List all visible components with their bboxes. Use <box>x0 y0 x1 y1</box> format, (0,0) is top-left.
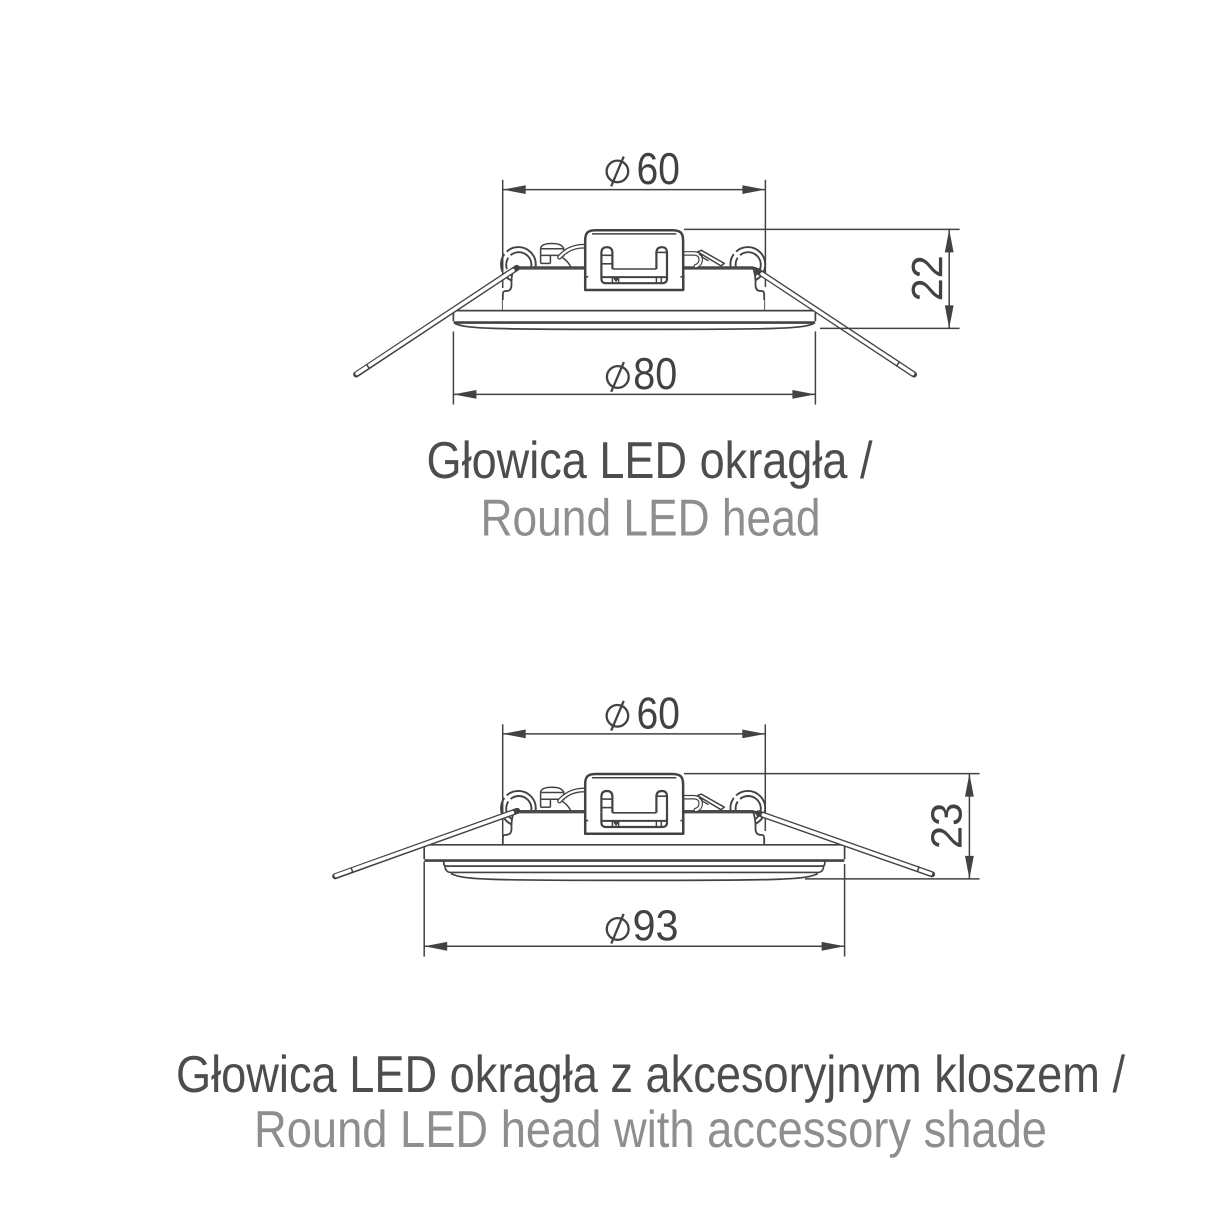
svg-text:Round LED head: Round LED head <box>481 490 821 548</box>
svg-text:Głowica LED okragła /: Głowica LED okragła / <box>427 432 873 490</box>
svg-text:Głowica LED okragła z akcesory: Głowica LED okragła z akcesoryjnym klosz… <box>176 1046 1125 1104</box>
svg-text:Round LED head with accessory: Round LED head with accessory shade <box>254 1101 1047 1159</box>
